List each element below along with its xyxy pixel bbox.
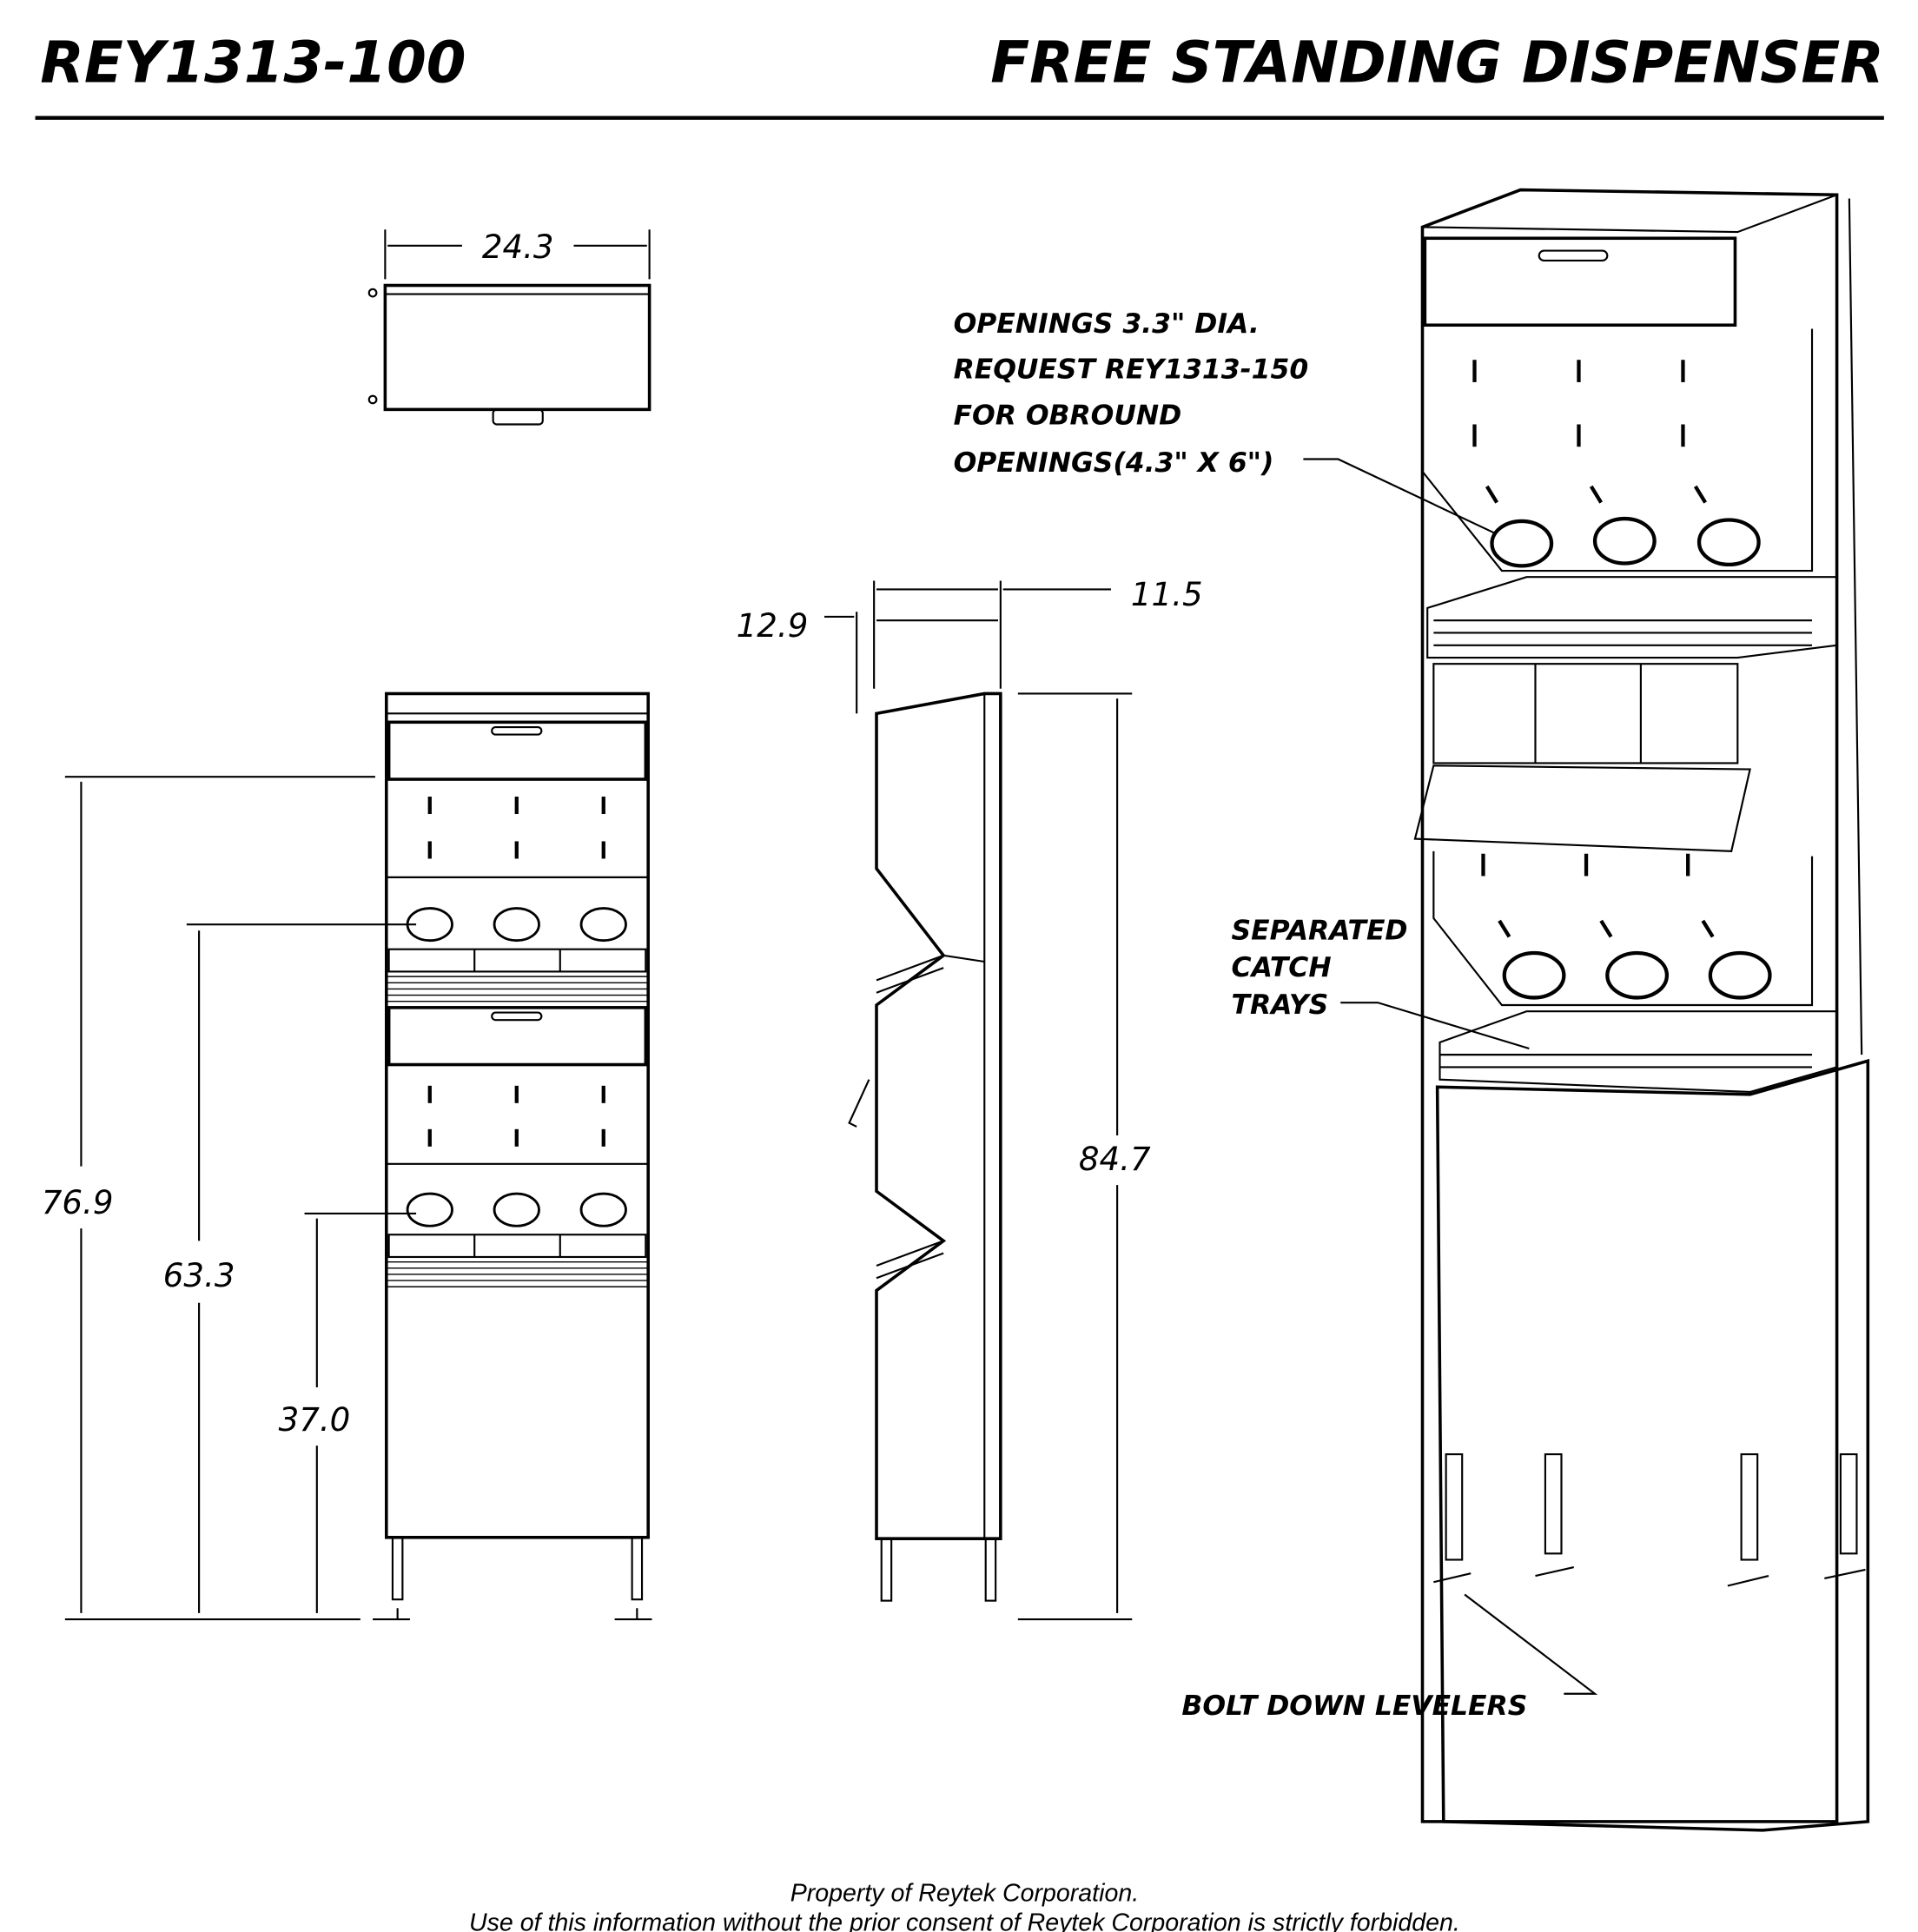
openings-leader	[1303, 458, 1497, 535]
footer-disclaimer: Use of this information without the prio…	[469, 1909, 1460, 1932]
catch-trays-leader	[1340, 1002, 1530, 1050]
levelers-note: BOLT DOWN LEVELERS	[1181, 1593, 1598, 1722]
dim-upper-opening-height: 76.9	[42, 1184, 114, 1221]
dim-middle-opening-height: 63.3	[163, 1257, 235, 1294]
dim-side-depth-a: 12.9	[737, 607, 809, 645]
dim-lower-opening-height: 37.0	[279, 1401, 351, 1439]
top-view: 24.3	[367, 228, 651, 426]
isometric-view	[1413, 188, 1870, 1832]
drawing-title: FREE STANDING DISPENSER	[990, 30, 1884, 96]
svg-text:OPENINGS 3.3" DIA.: OPENINGS 3.3" DIA.	[954, 308, 1260, 340]
openings-note: OPENINGS 3.3" DIA. REQUEST REY1313-150 F…	[954, 308, 1497, 535]
dim-side-depth-b: 11.5	[1131, 576, 1203, 613]
svg-text:SEPARATED: SEPARATED	[1232, 915, 1408, 946]
svg-text:BOLT DOWN LEVELERS: BOLT DOWN LEVELERS	[1181, 1690, 1527, 1722]
dim-top-width: 24.3	[482, 228, 554, 266]
dim-overall-height: 84.7	[1079, 1141, 1151, 1178]
front-view: 76.9 63.3 37.0	[42, 691, 652, 1621]
svg-text:OPENINGS(4.3" X 6"): OPENINGS(4.3" X 6")	[954, 447, 1274, 479]
svg-text:REQUEST REY1313-150: REQUEST REY1313-150	[954, 354, 1309, 386]
svg-text:TRAYS: TRAYS	[1232, 989, 1329, 1021]
svg-text:CATCH: CATCH	[1232, 952, 1332, 983]
catch-trays-note: SEPARATED CATCH TRAYS	[1232, 915, 1530, 1050]
part-number: REY1313-100	[40, 30, 466, 96]
svg-text:FOR OBROUND: FOR OBROUND	[954, 400, 1182, 432]
levelers-leader	[1464, 1593, 1598, 1695]
footer-property: Property of Reytek Corporation.	[790, 1879, 1139, 1907]
side-view: 11.5 12.9 84.7	[737, 576, 1203, 1621]
